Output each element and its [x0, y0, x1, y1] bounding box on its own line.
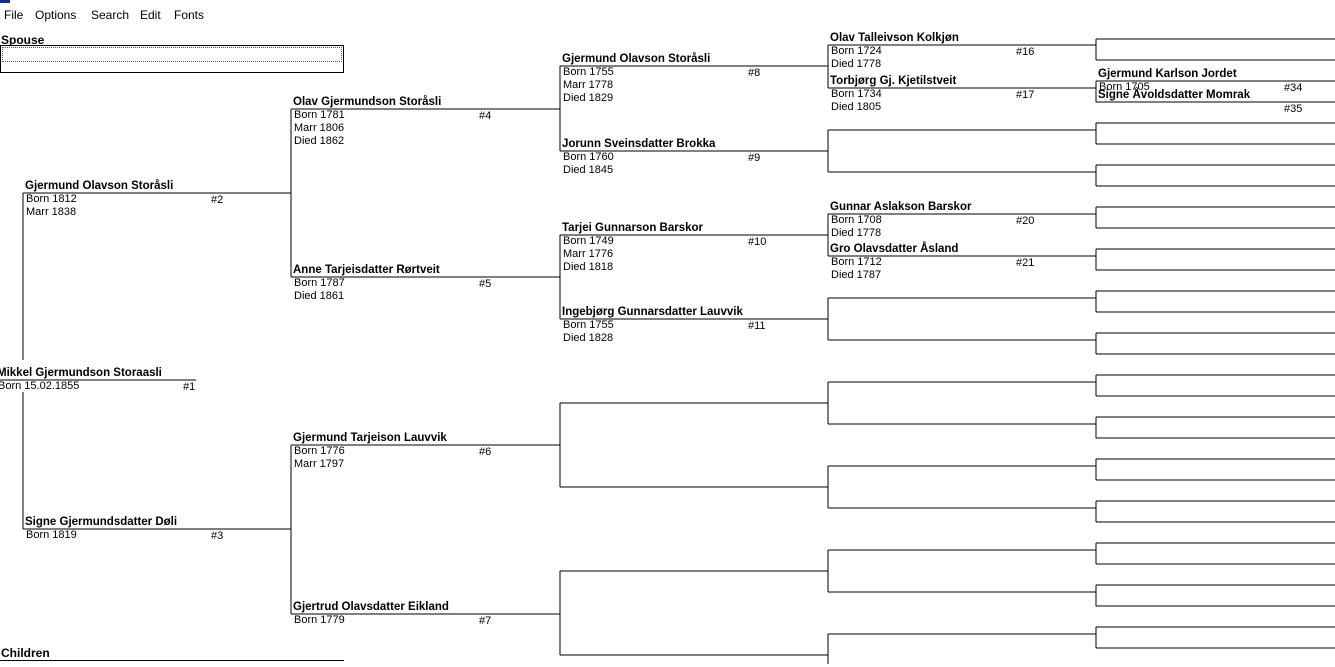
menu-bar: File Options Search Edit Fonts [0, 0, 1335, 31]
person-born: Born 1749 [563, 235, 614, 247]
spouse-list-selection [2, 47, 342, 62]
app-icon [0, 0, 10, 3]
person-number: #16 [1016, 46, 1035, 58]
person-name: Mikkel Gjermundson Storaasli [0, 367, 162, 379]
person-name: Ingebjørg Gunnarsdatter Lauvvik [562, 306, 743, 318]
person-died: Died 1828 [563, 332, 614, 344]
person-married: Marr 1838 [26, 206, 77, 218]
menu-fonts[interactable]: Fonts [174, 8, 205, 22]
menu-file[interactable]: File [4, 8, 24, 22]
person-died: Died 1805 [831, 101, 882, 113]
children-list[interactable] [0, 660, 344, 667]
person-number: #4 [479, 110, 492, 122]
person-died: Died 1829 [563, 92, 614, 104]
person-born: Born 1708 [831, 214, 882, 226]
spouse-label: Spouse [1, 33, 45, 47]
person-name: Gro Olavsdatter Åsland [830, 243, 959, 255]
person-born: Born 1724 [831, 45, 882, 57]
menu-search[interactable]: Search [91, 8, 130, 22]
menu-options[interactable]: Options [35, 8, 77, 22]
person-number: #10 [748, 236, 767, 248]
person-born: Born 1819 [26, 529, 77, 541]
person-name: Gjermund Tarjeison Lauvvik [293, 432, 447, 444]
person-died: Died 1778 [831, 58, 882, 70]
person-number: #9 [748, 152, 761, 164]
spouse-list[interactable] [0, 45, 344, 73]
person-number: #20 [1016, 215, 1035, 227]
person-number: #8 [748, 67, 761, 79]
person-name: Anne Tarjeisdatter Rørtveit [293, 264, 440, 276]
person-number: #35 [1284, 103, 1303, 115]
person-born: Born 1779 [294, 614, 345, 626]
person-number: #21 [1016, 257, 1035, 269]
person-born: Born 1812 [26, 193, 77, 205]
children-label: Children [1, 646, 50, 660]
person-died: Died 1787 [831, 269, 882, 281]
person-born: Born 1755 [563, 319, 614, 331]
person-number: #3 [211, 530, 224, 542]
person-number: #2 [211, 194, 224, 206]
person-died: Died 1818 [563, 261, 614, 273]
person-name: Olav Talleivson Kolkjøn [830, 32, 959, 44]
person-married: Marr 1797 [294, 458, 345, 470]
person-number: #1 [183, 381, 196, 393]
person-born: Born 1755 [563, 66, 614, 78]
person-born: Born 1781 [294, 109, 345, 121]
person-name: Tarjei Gunnarson Barskor [562, 222, 704, 234]
person-number: #11 [748, 320, 766, 332]
person-born: Born 1712 [831, 256, 882, 268]
person-married: Marr 1778 [563, 79, 614, 91]
person-born: Born 1760 [563, 151, 614, 163]
person-died: Died 1862 [294, 135, 345, 147]
person-born: Born 1734 [831, 88, 882, 100]
person-born: Born 1705 [1099, 81, 1150, 93]
person-died: Died 1845 [563, 164, 614, 176]
person-name: Gjermund Karlson Jordet [1098, 68, 1237, 80]
person-name: Signe Åvoldsdatter Momrak [1098, 89, 1251, 101]
person-name: Torbjørg Gj. Kjetilstveit [830, 75, 957, 87]
person-name: Gjertrud Olavsdatter Eikland [293, 601, 449, 613]
menu-edit[interactable]: Edit [140, 8, 161, 22]
person-name: Olav Gjermundson Storåsli [293, 96, 442, 108]
person-born: Born 1776 [294, 445, 345, 457]
person-number: #7 [479, 615, 492, 627]
person-name: Gjermund Olavson Storåsli [25, 180, 174, 192]
person-died: Died 1778 [831, 227, 882, 239]
person-born: Born 15.02.1855 [0, 380, 80, 392]
person-born: Born 1787 [294, 277, 345, 289]
person-number: #17 [1016, 89, 1035, 101]
person-name: Signe Gjermundsdatter Døli [25, 516, 178, 528]
person-number: #6 [479, 446, 492, 458]
person-died: Died 1861 [294, 290, 345, 302]
person-number: #5 [479, 278, 492, 290]
person-number: #34 [1284, 82, 1303, 94]
person-name: Gjermund Olavson Storåsli [562, 53, 711, 65]
person-name: Gunnar Aslakson Barskor [830, 201, 972, 213]
person-name: Jorunn Sveinsdatter Brokka [562, 138, 716, 150]
person-married: Marr 1776 [563, 248, 614, 260]
person-married: Marr 1806 [294, 122, 345, 134]
